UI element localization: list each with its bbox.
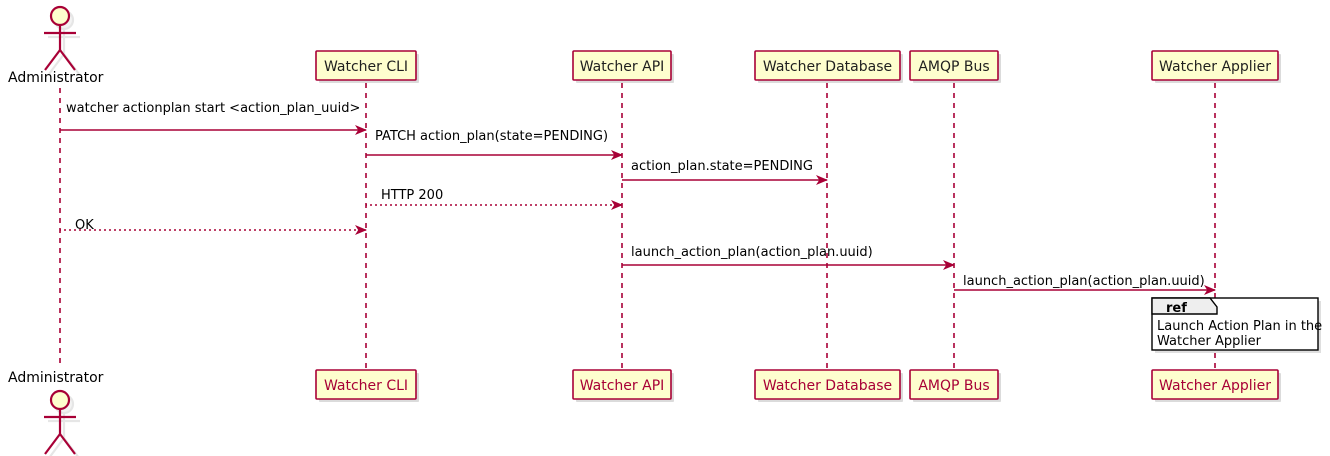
box-frame [754, 50, 901, 81]
actor-head [49, 5, 71, 27]
actor-label-administrator-top: Administrator [8, 70, 104, 86]
participant-label-cli-bottom: Watcher CLI [323, 378, 409, 394]
participant-label-db-bottom: Watcher Database [762, 378, 893, 394]
participant-box-cli-top[interactable] [315, 50, 419, 83]
participant-label-cli-top: Watcher CLI [323, 59, 409, 75]
box-frame [1151, 369, 1279, 400]
ref-blocks-layer [1151, 297, 1321, 353]
actor-figure-administrator-bottom[interactable] [44, 389, 80, 456]
participant-box-db-top[interactable] [754, 50, 903, 83]
participant-label-amqp-top: AMQP Bus [918, 59, 990, 75]
participant-label-applier-top: Watcher Applier [1159, 59, 1271, 75]
participant-label-db-top: Watcher Database [762, 59, 893, 75]
participant-box-applier-top[interactable] [1151, 50, 1281, 83]
participant-box-api-top[interactable] [572, 50, 674, 83]
participant-box-cli-bottom[interactable] [315, 369, 419, 402]
actor-leg-left [44, 49, 61, 71]
ref-body-line-2: Watcher Applier [1157, 334, 1261, 349]
figure-parts [44, 5, 76, 71]
participant-box-applier-bottom[interactable] [1151, 369, 1281, 402]
message-label-2: PATCH action_plan(state=PENDING) [375, 129, 609, 144]
participant-boxes-layer [315, 50, 1281, 402]
participant-box-amqp-top[interactable] [909, 50, 1001, 83]
message-label-1: watcher actionplan start <action_plan_uu… [66, 101, 361, 116]
participant-label-api-bottom: Watcher API [579, 378, 665, 394]
actor-leg-right [59, 49, 76, 71]
participant-label-applier-bottom: Watcher Applier [1159, 378, 1271, 394]
message-label-3: action_plan.state=PENDING [631, 159, 813, 174]
actor-leg-left [49, 437, 65, 456]
box-frame [754, 369, 901, 400]
box-frame [315, 50, 417, 81]
actor-figure-administrator-top[interactable] [44, 5, 80, 75]
participant-label-api-top: Watcher API [579, 59, 665, 75]
ref-body-line-1: Launch Action Plan in the [1157, 319, 1323, 334]
message-label-4: HTTP 200 [381, 188, 444, 203]
actor-figures-layer [44, 5, 80, 456]
box-frame [572, 369, 672, 400]
ref-tag-shape [1151, 297, 1218, 315]
actor-leg-right [59, 433, 76, 455]
actor-label-administrator-bottom: Administrator [8, 370, 104, 386]
box-frame [315, 369, 417, 400]
ref-block-ref-launch-action-plan[interactable] [1151, 297, 1321, 353]
participant-box-db-bottom[interactable] [754, 369, 903, 402]
participant-label-amqp-bottom: AMQP Bus [918, 378, 990, 394]
message-label-7: launch_action_plan(action_plan.uuid) [963, 274, 1205, 289]
box-frame [572, 50, 672, 81]
message-label-6: launch_action_plan(action_plan.uuid) [631, 245, 873, 260]
participant-box-api-bottom[interactable] [572, 369, 674, 402]
ref-tag-label: ref [1166, 301, 1187, 316]
box-frame [909, 369, 999, 400]
figure-parts [44, 389, 76, 455]
box-frame [1151, 50, 1279, 81]
actor-head [49, 389, 71, 411]
message-label-5: OK [75, 218, 94, 233]
actor-leg-left [48, 53, 65, 75]
participant-box-amqp-bottom[interactable] [909, 369, 1001, 402]
messages-layer [60, 125, 1216, 295]
actor-leg-left [44, 433, 61, 455]
box-frame [909, 50, 999, 81]
